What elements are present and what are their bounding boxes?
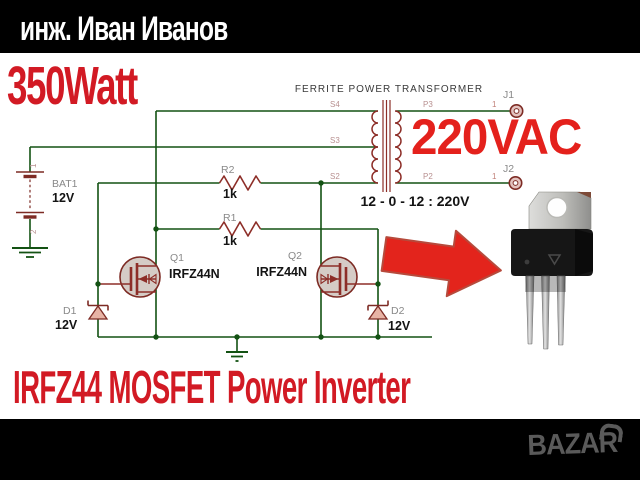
resistor-r1-ref: R1 (223, 212, 237, 224)
connector-j2-symbol (508, 176, 523, 191)
resistor-r2-symbol (218, 175, 262, 191)
connector-j2-ref: J2 (503, 163, 514, 175)
j1-pin-number: 1 (492, 100, 497, 109)
arrow-icon (380, 229, 502, 298)
mosfet-q1-ref: Q1 (170, 252, 184, 264)
diode-d1-ref: D1 (63, 305, 77, 317)
mosfet-q2-symbol (316, 256, 378, 298)
diode-d2-ref: D2 (391, 305, 405, 317)
winding-label-s2: S2 (330, 172, 340, 181)
connector-j1-symbol (509, 104, 524, 119)
connector-j1-ref: J1 (503, 89, 514, 101)
battery-symbol (16, 171, 44, 219)
mosfet-q2-ref: Q2 (288, 250, 302, 262)
ground-symbol-main (226, 351, 248, 362)
resistor-r1-symbol (218, 221, 262, 237)
resistor-r2-ref: R2 (221, 164, 235, 176)
bazar-watermark: BAZAR (526, 426, 618, 462)
transformer-title: FERRITE POWER TRANSFORMER (295, 84, 483, 95)
output-voltage-text: 220VAC (411, 109, 582, 165)
power-rating-text: 350Watt (7, 56, 138, 116)
resistor-r1-value: 1k (223, 234, 237, 248)
zener-d1-symbol (87, 300, 109, 320)
winding-label-s4: S4 (330, 100, 340, 109)
winding-label-s3: S3 (330, 136, 340, 145)
mosfet-q1-symbol (99, 256, 161, 298)
mosfet-q2-value: IRFZ44N (256, 265, 307, 279)
transformer-symbol (371, 100, 402, 192)
battery-value: 12V (52, 191, 75, 205)
diode-d2-value: 12V (388, 319, 411, 333)
transformer-ratio: 12 - 0 - 12 : 220V (361, 193, 471, 209)
junction-dots (95, 180, 381, 340)
winding-label-p3: P3 (423, 100, 433, 109)
author-name: инж. Иван Иванов (20, 10, 228, 48)
mosfet-q1-value: IRFZ44N (169, 267, 220, 281)
battery-pin1-number: 1 (29, 163, 38, 168)
zener-d2-symbol (367, 300, 389, 320)
diode-d1-value: 12V (55, 318, 78, 332)
title-caption-text: IRFZ44 MOSFET Power Inverter (13, 361, 411, 413)
ground-symbol-battery (12, 247, 48, 258)
footer-bar (0, 419, 640, 480)
battery-ref: BAT1 (52, 178, 78, 190)
j2-pin-number: 1 (492, 172, 497, 181)
battery-pin2-number: 2 (29, 229, 38, 234)
header-bar: инж. Иван Иванов (0, 0, 640, 53)
winding-label-p2: P2 (423, 172, 433, 181)
resistor-r2-value: 1k (223, 187, 237, 201)
to220-package-photo (511, 191, 593, 350)
